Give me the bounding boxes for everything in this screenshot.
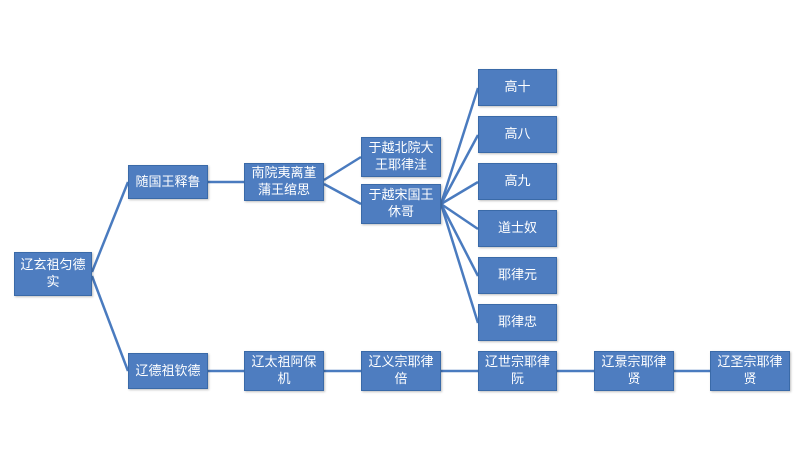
conn-song-gaoba <box>439 134 480 205</box>
node-sui-wang: 随国王释鲁 <box>128 165 208 199</box>
node-dao-shi-nu: 道士奴 <box>478 210 557 247</box>
node-yu-yue-north: 于越北院大 王耶律洼 <box>361 137 441 177</box>
conn-song-daoshinu <box>440 202 479 231</box>
node-yelv-zhong: 耶律忠 <box>478 304 557 341</box>
node-yi-zong: 辽义宗耶律 倍 <box>361 351 441 391</box>
conn-song-gaoshi <box>439 87 480 205</box>
node-tai-zu: 辽太祖阿保 机 <box>244 351 324 391</box>
node-de-zu: 辽德祖钦德 <box>128 353 208 389</box>
node-shi-zong: 辽世宗耶律 阮 <box>478 351 557 391</box>
node-yu-yue-song: 于越宋国王 休哥 <box>361 184 441 224</box>
conn-nanyuan-north <box>323 155 362 182</box>
conn-root-dezu <box>90 275 130 372</box>
conn-root-sui <box>90 181 130 273</box>
node-gao-ba: 高八 <box>478 116 557 153</box>
node-gao-jiu: 高九 <box>478 163 557 200</box>
node-nanyuan: 南院夷离堇 蒲王绾思 <box>244 163 324 201</box>
node-sheng-zong: 辽圣宗耶律 贤 <box>710 351 790 391</box>
conn-song-yelvyuan <box>439 203 480 277</box>
conn-song-yelvzhong <box>439 203 480 324</box>
node-jing-zong: 辽景宗耶律 贤 <box>594 351 674 391</box>
node-yelv-yuan: 耶律元 <box>478 257 557 294</box>
conn-nanyuan-song <box>323 182 362 206</box>
node-root: 辽玄祖匀德 实 <box>14 252 92 296</box>
node-gao-shi: 高十 <box>478 69 557 106</box>
conn-song-gaojiu <box>440 180 479 206</box>
